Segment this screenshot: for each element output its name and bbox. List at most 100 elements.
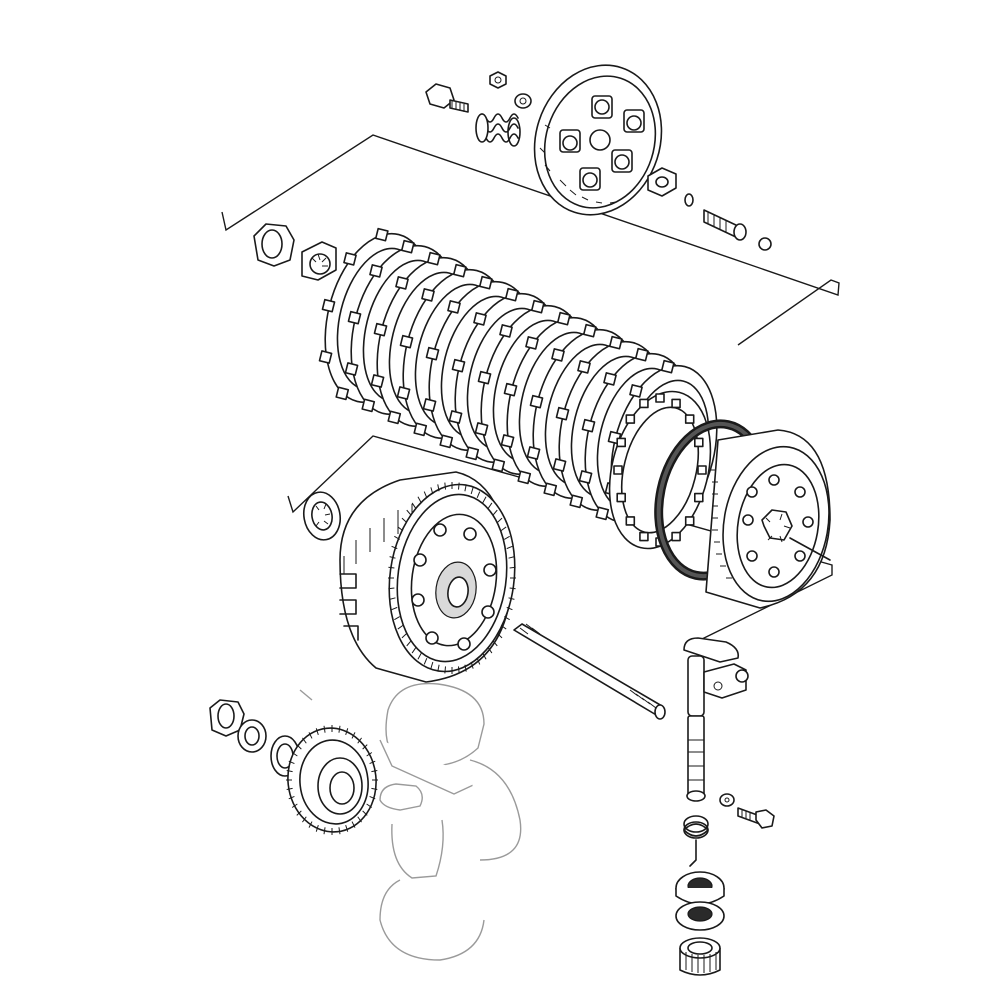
gear-tooth — [345, 728, 349, 736]
primary-gear-teeth — [286, 725, 378, 835]
gear-tooth — [351, 732, 356, 739]
lock-washer — [301, 241, 337, 281]
washer-small — [514, 93, 532, 109]
gear-tooth — [504, 616, 510, 621]
front-friction-plate — [608, 390, 712, 550]
gear-tooth — [508, 597, 515, 600]
gear-tooth — [288, 795, 295, 800]
gear-tooth — [500, 526, 507, 532]
gear-tooth — [504, 535, 510, 540]
gear-tooth — [444, 666, 447, 674]
gear-tooth — [323, 827, 326, 835]
gear-tooth — [457, 666, 460, 674]
gear-tooth — [369, 760, 376, 765]
gear-tooth — [388, 566, 395, 569]
gear-tooth — [366, 803, 373, 808]
release-bearing — [647, 167, 677, 197]
gear-tooth — [437, 484, 440, 492]
crank-washer — [237, 719, 267, 753]
lever-screw — [737, 807, 775, 829]
release-lever — [683, 637, 749, 802]
gear-tooth — [411, 502, 417, 509]
gear-tooth — [401, 633, 407, 639]
nut-small — [489, 71, 507, 89]
clutch-basket — [339, 471, 516, 683]
crankshaft-background — [299, 682, 522, 961]
gear-tooth — [389, 556, 396, 559]
pressure-plate — [533, 64, 663, 216]
gear-tooth — [497, 633, 503, 639]
gear-tooth — [302, 816, 307, 823]
gear-tooth — [389, 597, 396, 600]
gear-tooth — [464, 484, 467, 492]
needle-bearing — [679, 937, 721, 976]
gear-tooth — [423, 491, 428, 499]
gear-tooth — [508, 556, 515, 559]
gear-tooth — [470, 661, 474, 669]
gear-tooth — [492, 640, 498, 647]
clutch-plate-stack — [318, 227, 718, 550]
basket-ring-gear — [388, 482, 516, 674]
push-rod-piece — [703, 209, 747, 241]
gear-tooth — [362, 744, 368, 750]
gear-tooth — [417, 653, 422, 660]
hub-nut — [253, 223, 295, 267]
o-ring — [684, 193, 694, 207]
gear-tooth — [357, 816, 362, 823]
lever-washer — [719, 793, 735, 807]
gear-tooth — [509, 587, 516, 590]
gear-tooth — [482, 496, 487, 503]
gear-tooth — [338, 827, 341, 835]
gear-tooth — [315, 728, 319, 736]
push-rod-shaft — [513, 623, 666, 720]
upper-group-frame — [221, 134, 840, 346]
gear-tooth — [457, 482, 460, 490]
clutch-spring — [475, 113, 521, 147]
gear-tooth — [444, 482, 447, 490]
gear-tooth — [464, 664, 467, 672]
gear-tooth — [308, 821, 313, 828]
gear-tooth — [487, 502, 493, 509]
gear-tooth — [357, 737, 362, 744]
gear-tooth — [391, 545, 398, 550]
gear-tooth — [394, 616, 400, 621]
steel-ball — [758, 237, 772, 251]
gear-tooth — [369, 795, 376, 800]
gear-tooth — [291, 752, 298, 757]
gear-tooth — [437, 664, 440, 672]
gear-tooth — [338, 725, 341, 733]
crank-nut — [209, 699, 245, 737]
clutch-bolt — [425, 83, 469, 113]
gear-tooth — [397, 624, 404, 630]
gear-tooth — [388, 587, 395, 590]
gear-tooth — [296, 744, 302, 750]
gear-tooth — [430, 487, 434, 495]
gear-tooth — [288, 760, 295, 765]
gear-tooth — [391, 606, 398, 611]
gear-tooth — [394, 535, 400, 540]
gear-tooth — [482, 653, 487, 660]
gear-tooth — [411, 647, 417, 654]
gear-tooth — [406, 640, 412, 647]
gear-tooth — [401, 517, 407, 523]
gear-tooth — [492, 509, 498, 516]
gear-tooth — [315, 824, 319, 832]
gear-tooth — [506, 606, 513, 611]
gear-tooth — [371, 769, 378, 773]
gear-tooth — [497, 517, 503, 523]
gear-tooth — [351, 821, 356, 828]
gear-tooth — [487, 647, 493, 654]
gear-tooth — [430, 661, 434, 669]
gear-tooth — [371, 787, 378, 791]
gear-tooth — [476, 657, 481, 665]
gear-tooth — [345, 824, 349, 832]
gear-tooth — [397, 526, 404, 532]
gear-tooth — [366, 752, 373, 757]
gear-tooth — [323, 725, 326, 733]
primary-drive-gear — [287, 727, 377, 833]
thrust-washer — [302, 491, 342, 541]
gear-tooth — [500, 624, 507, 630]
return-spring — [683, 815, 709, 867]
